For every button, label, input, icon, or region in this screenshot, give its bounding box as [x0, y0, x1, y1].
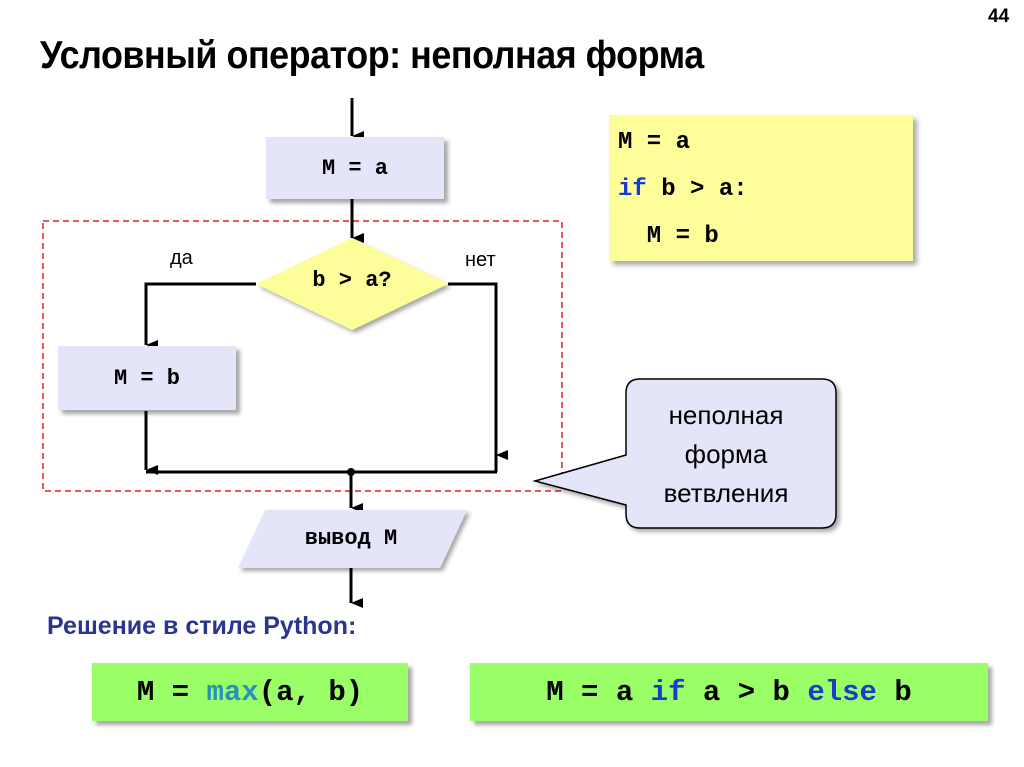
code-line: M = b	[618, 223, 719, 250]
code-text: b	[876, 675, 912, 709]
process-text: M = b	[113, 365, 180, 391]
slide-title: Условный оператор: неполная форма	[40, 34, 704, 77]
code-box: M = a if b > a: M = b	[609, 115, 913, 261]
code-text: a > b	[685, 675, 808, 709]
output-parallelogram	[238, 510, 467, 568]
decision-text: b > a?	[312, 268, 392, 293]
process-box-assign-a: M = a	[266, 137, 444, 199]
code-text: M = a	[546, 675, 651, 709]
code-text: M =	[136, 675, 207, 709]
python-solution-heading: Решение в стиле Python:	[47, 612, 357, 640]
dashed-region	[42, 220, 563, 492]
code-line: if b > a:	[618, 166, 913, 213]
keyword-else: else	[807, 675, 877, 709]
callout-text: неполная форма ветвления	[624, 396, 828, 513]
callout-line: ветвления	[663, 478, 789, 508]
code-line: M = a	[618, 129, 691, 156]
callout-line: неполная	[668, 400, 784, 430]
callout-bubble	[532, 378, 837, 529]
code-text: (a, b)	[258, 675, 364, 709]
callout-line: форма	[684, 439, 768, 469]
solution-ternary-box: M = a if a > b else b	[470, 663, 988, 721]
keyword-if: if	[618, 176, 647, 203]
code-text: b > a:	[646, 176, 748, 203]
yes-label: да	[170, 247, 193, 269]
function-max: max	[206, 675, 259, 709]
no-label: нет	[465, 249, 496, 271]
keyword-if: if	[650, 675, 686, 709]
decision-diamond	[256, 238, 448, 330]
process-text: M = a	[321, 155, 388, 181]
process-box-assign-b: M = b	[58, 346, 236, 410]
solution-max-box: M = max(a, b)	[92, 663, 408, 721]
output-text: вывод M	[304, 526, 398, 551]
slide-number: 44	[988, 6, 1010, 27]
